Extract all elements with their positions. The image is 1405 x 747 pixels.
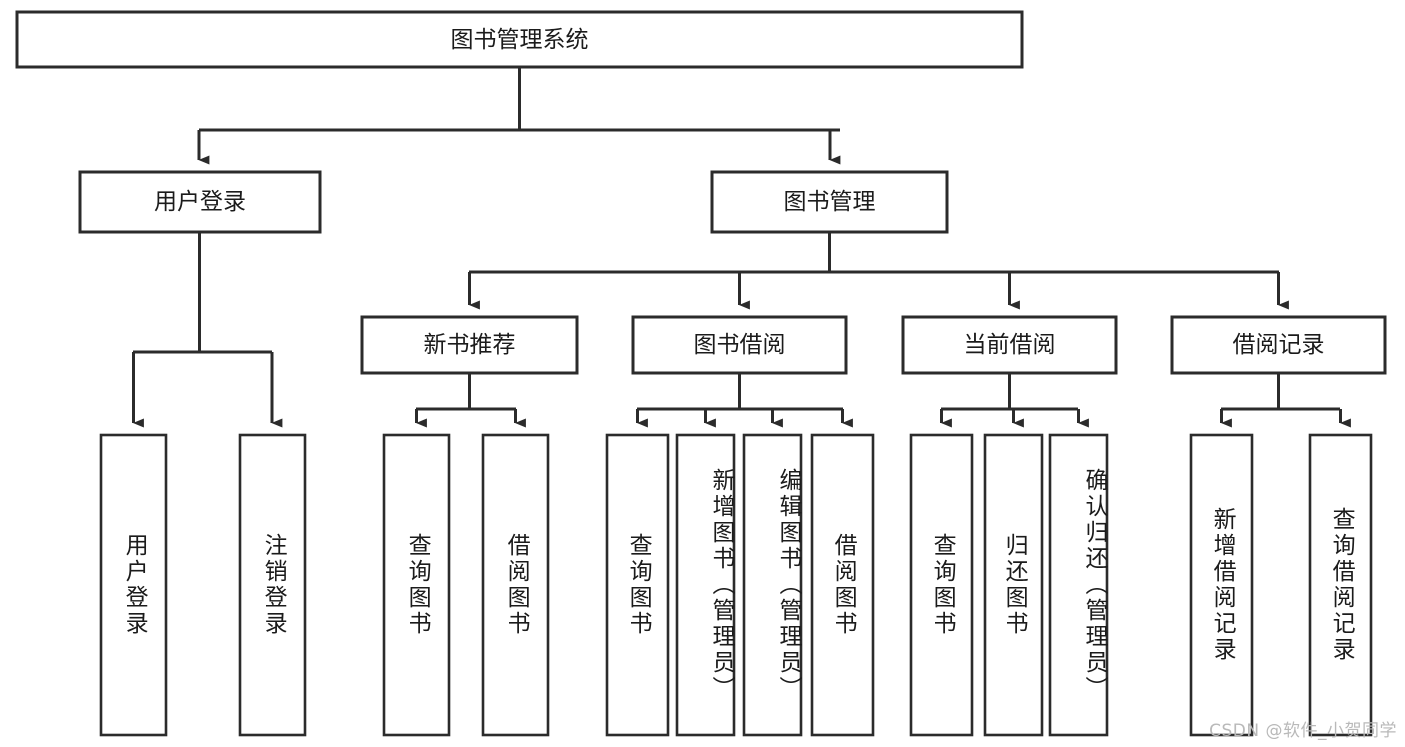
connector-group-root: [197, 67, 841, 165]
leaf-box-query-borrow-record[interactable]: [1308, 433, 1373, 737]
connector-group-book-manage: [468, 232, 1289, 310]
node-book-borrow-box[interactable]: [631, 315, 848, 375]
node-borrow-record-box[interactable]: [1170, 315, 1387, 375]
node-root-box[interactable]: [15, 10, 1024, 69]
leaf-box-confirm-return[interactable]: [1048, 433, 1109, 737]
node-new-book-recommend[interactable]: 新书推荐: [360, 315, 579, 375]
connector-group-user-login: [132, 232, 283, 428]
node-book-manage[interactable]: 图书管理: [710, 170, 949, 234]
node-user-login[interactable]: 用户登录: [78, 170, 322, 234]
leaf-box-user-logout[interactable]: [238, 433, 307, 737]
node-book-manage-box[interactable]: [710, 170, 949, 234]
node-book-manage-label: 图书管理: [784, 189, 876, 215]
node-current-borrow-label: 当前借阅: [964, 332, 1056, 358]
leaf-box-user-login[interactable]: [99, 433, 168, 737]
node-root[interactable]: 图书管理系统: [15, 10, 1024, 69]
leaf-box-add-borrow-record[interactable]: [1189, 433, 1254, 737]
node-new-book-recommend-box[interactable]: [360, 315, 579, 375]
connector-group-borrow-record: [1220, 373, 1351, 428]
node-root-label: 图书管理系统: [451, 27, 589, 53]
leaf-box-return-book[interactable]: [983, 433, 1044, 737]
leaf-box-add-book-admin[interactable]: [675, 433, 736, 737]
connector-group-book-borrow: [636, 373, 853, 428]
node-borrow-record[interactable]: 借阅记录: [1170, 315, 1387, 375]
csdn-watermark: CSDN @软件_小贺同学: [1209, 721, 1397, 741]
node-user-login-box[interactable]: [78, 170, 322, 234]
leaf-box-query-book-2[interactable]: [605, 433, 670, 737]
node-current-borrow[interactable]: 当前借阅: [901, 315, 1118, 375]
node-user-login-label: 用户登录: [154, 189, 246, 215]
leaf-box-edit-book-admin[interactable]: [742, 433, 803, 737]
node-book-borrow-label: 图书借阅: [694, 332, 786, 358]
leaf-box-borrow-book-1[interactable]: [481, 433, 550, 737]
leaf-boxes: [99, 433, 1373, 737]
leaf-box-borrow-book-2[interactable]: [810, 433, 875, 737]
connector-group-new-book-recommend: [415, 373, 526, 428]
node-new-book-recommend-label: 新书推荐: [424, 332, 516, 358]
connector-group-current-borrow: [940, 373, 1089, 428]
node-book-borrow[interactable]: 图书借阅: [631, 315, 848, 375]
leaf-box-query-book-3[interactable]: [909, 433, 974, 737]
node-current-borrow-box[interactable]: [901, 315, 1118, 375]
node-borrow-record-label: 借阅记录: [1233, 332, 1325, 358]
leaf-box-query-book-1[interactable]: [382, 433, 451, 737]
